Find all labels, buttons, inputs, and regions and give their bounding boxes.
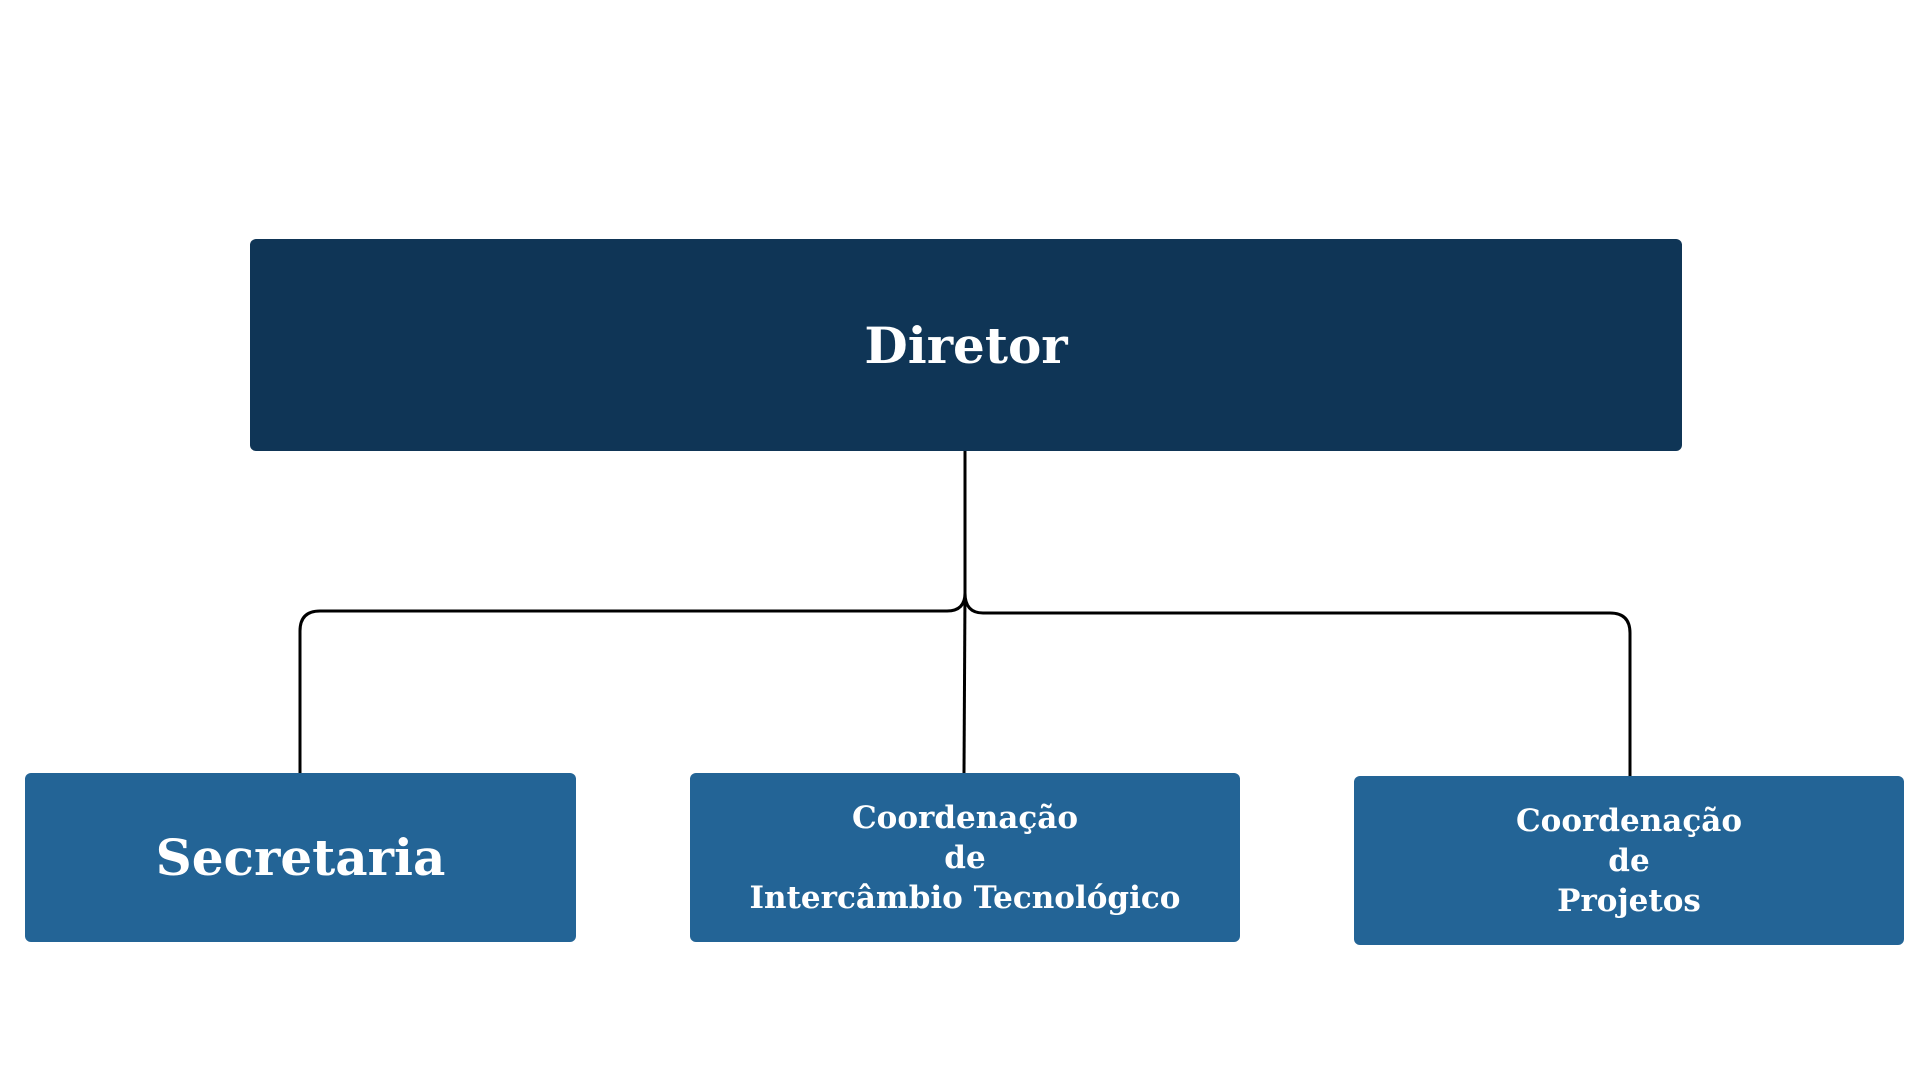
- intercambio-label: Coordenação de Intercâmbio Tecnológico: [750, 798, 1181, 918]
- projetos-label-line-3: Projetos: [1557, 882, 1701, 919]
- intercambio-label-line-1: Coordenação: [851, 799, 1078, 836]
- secretaria-label: Secretaria: [155, 828, 446, 887]
- projetos-label-line-1: Coordenação: [1515, 802, 1743, 839]
- projetos-box: Coordenação de Projetos: [1354, 776, 1904, 945]
- intercambio-label-line-3: Intercâmbio Tecnológico: [749, 879, 1181, 916]
- intercambio-label-line-2: de: [944, 839, 986, 876]
- projetos-label-line-2: de: [1608, 842, 1650, 879]
- connector-center-branch: [962, 592, 967, 774]
- director-label: Diretor: [864, 315, 1068, 375]
- connector-right-branch: [963, 592, 1632, 776]
- director-box: Diretor: [250, 239, 1682, 451]
- intercambio-box: Coordenação de Intercâmbio Tecnológico: [690, 773, 1240, 942]
- connector-left-branch: [298, 592, 967, 773]
- secretaria-box: Secretaria: [25, 773, 576, 942]
- projetos-label: Coordenação de Projetos: [1516, 801, 1742, 921]
